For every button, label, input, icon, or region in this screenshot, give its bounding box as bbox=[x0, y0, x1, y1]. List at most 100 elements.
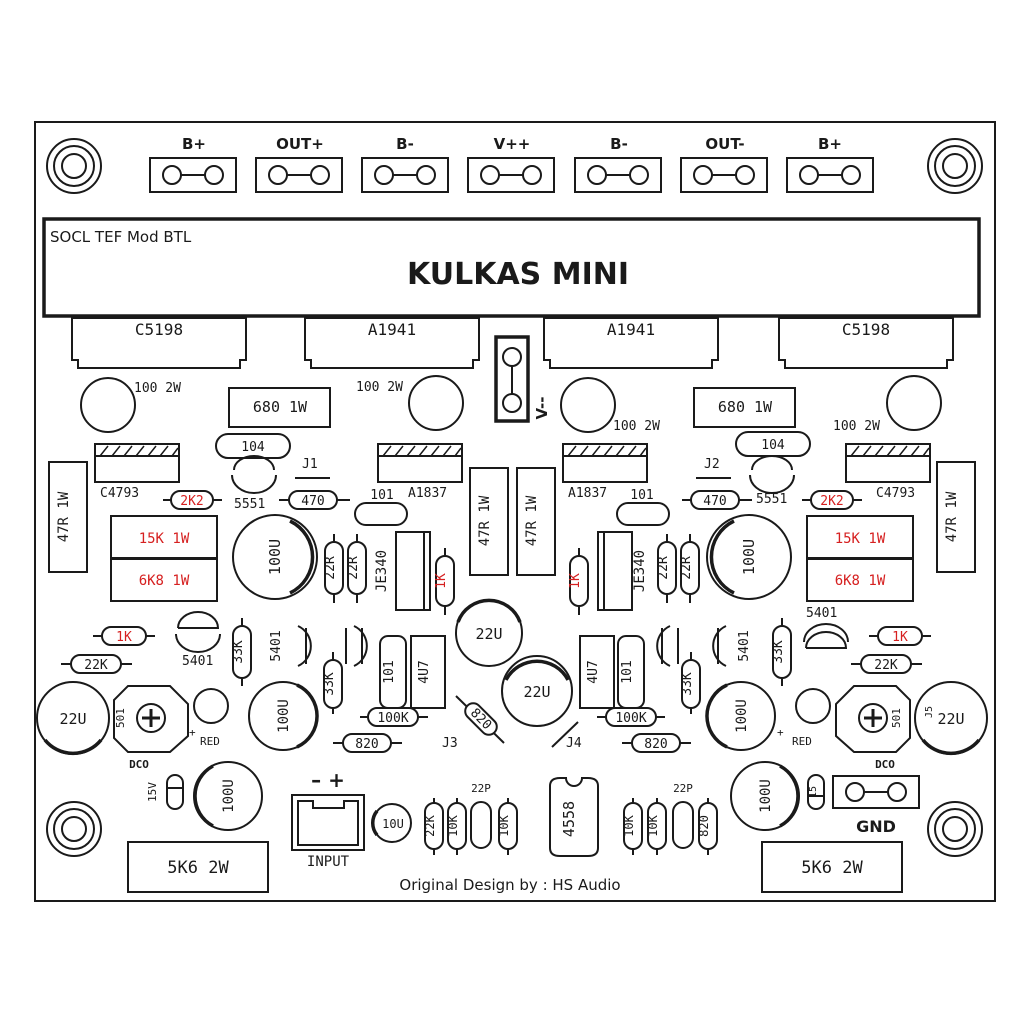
terminal-b-minus-2[interactable]: B- bbox=[574, 135, 662, 193]
transistor-5401-left-a: 5401 bbox=[175, 611, 221, 669]
part-label: A1941 bbox=[368, 320, 416, 339]
resistor-1k-horizontal-right: 1K bbox=[869, 626, 931, 646]
part-label: 10K bbox=[446, 814, 460, 836]
resistor-820-diagonal: 820 bbox=[455, 695, 505, 744]
part-label: 104 bbox=[241, 440, 265, 455]
power-transistor-a1941-right: A1941 bbox=[543, 317, 719, 369]
part-label: 22P bbox=[471, 782, 491, 795]
trimmer-function-label: DCO bbox=[875, 758, 895, 771]
capacitor-100u-right-bottom: 100U bbox=[730, 761, 800, 831]
trimmer-501-left[interactable]: 501 DCO bbox=[113, 685, 189, 771]
part-label: 101 bbox=[620, 660, 635, 683]
resistor-100-2w-left-a: 100 2W bbox=[80, 377, 181, 433]
part-label: 10K bbox=[497, 814, 511, 836]
jumper-j5-label: J5 bbox=[924, 706, 935, 718]
capacitor-22u-center-left: 22U bbox=[455, 598, 523, 667]
resistor-33k-right-b: 33K bbox=[771, 618, 792, 686]
terminal-v-plus-plus[interactable]: V++ bbox=[467, 135, 555, 193]
part-label: 15K 1W bbox=[835, 531, 886, 547]
terminal-out-minus[interactable]: OUT- bbox=[680, 135, 768, 193]
power-transistor-c5198-right: C5198 bbox=[778, 317, 954, 369]
part-label: 22R bbox=[679, 556, 694, 580]
part-label: J2 bbox=[704, 457, 720, 472]
part-label: 101 bbox=[382, 660, 397, 683]
part-label: 22K bbox=[423, 814, 437, 836]
mount-hole-top-right bbox=[927, 138, 983, 194]
part-label: 104 bbox=[761, 438, 785, 453]
resistor-1k-horizontal-left: 1K bbox=[93, 626, 155, 646]
ground-label: GND bbox=[856, 817, 896, 836]
part-label: 22U bbox=[523, 683, 550, 701]
trimmer-501-right[interactable]: 501 DCO bbox=[835, 685, 911, 771]
part-label: 101 bbox=[630, 488, 653, 503]
terminal-label: B+ bbox=[818, 135, 842, 153]
part-label: 100K bbox=[377, 711, 408, 726]
part-label: 15 bbox=[808, 786, 819, 798]
capacitor-4u7-right: 4U7 bbox=[579, 635, 615, 709]
part-label: 33K bbox=[322, 672, 337, 696]
capacitor-101-vertical-left: 101 bbox=[379, 635, 407, 709]
part-label: 5551 bbox=[756, 492, 787, 507]
driver-c4793-right: C4793 bbox=[845, 443, 931, 501]
part-label: JE340 bbox=[632, 550, 648, 592]
part-label: JE340 bbox=[374, 550, 390, 592]
part-label: A1837 bbox=[568, 486, 607, 501]
power-transistor-c5198-left: C5198 bbox=[71, 317, 247, 369]
capacitor-22p-input-right: 22P bbox=[672, 782, 694, 849]
part-label: 100U bbox=[221, 779, 237, 813]
part-label: RED bbox=[792, 735, 812, 748]
capacitor-100u-left-bottom: 100U bbox=[193, 761, 263, 831]
part-label: 5401 bbox=[182, 654, 213, 669]
resistor-22r-right-a: 22R bbox=[656, 534, 677, 603]
part-label: 470 bbox=[301, 494, 324, 509]
resistor-680-1w-left: 680 1W bbox=[228, 387, 331, 428]
part-label: 47R 1W bbox=[944, 491, 960, 542]
part-label: 100U bbox=[266, 539, 284, 575]
trimmer-function-label: DCO bbox=[129, 758, 149, 771]
polarity-mark: + bbox=[189, 726, 196, 739]
part-label: 15K 1W bbox=[139, 531, 190, 547]
jumper-j4-wire bbox=[551, 721, 579, 748]
part-label: 10U bbox=[382, 817, 404, 831]
part-label: 6K8 1W bbox=[139, 573, 190, 589]
resistor-820-right: 820 bbox=[622, 733, 691, 753]
capacitor-22u-left: 22U bbox=[36, 681, 110, 756]
resistor-6k8-1w-right: 6K8 1W bbox=[806, 558, 914, 602]
part-label: 820 bbox=[644, 737, 667, 752]
resistor-15k-1w-right: 15K 1W bbox=[806, 515, 914, 559]
ground-terminal[interactable]: GND bbox=[832, 775, 920, 836]
part-label: C5198 bbox=[842, 320, 890, 339]
jumper-v-minus[interactable]: V-- bbox=[494, 335, 551, 423]
resistor-2k2-left: 2K2 bbox=[163, 490, 222, 510]
terminal-b-plus-2[interactable]: B+ bbox=[786, 135, 874, 193]
terminal-out-plus[interactable]: OUT+ bbox=[255, 135, 343, 193]
part-label: 101 bbox=[370, 488, 393, 503]
resistor-47r-1w-left-outer: 47R 1W bbox=[48, 461, 88, 573]
part-label: 22R bbox=[346, 556, 361, 580]
part-label: 501 bbox=[890, 708, 903, 728]
resistor-33k-left-b: 33K bbox=[322, 652, 343, 714]
terminal-b-minus-1[interactable]: B- bbox=[361, 135, 449, 193]
mount-hole-bottom-right bbox=[927, 801, 983, 857]
mount-hole-bottom-left bbox=[46, 801, 102, 857]
resistor-1k-vertical-right: 1K bbox=[568, 548, 589, 615]
resistor-820-left: 820 bbox=[333, 733, 402, 753]
opamp-4558: 4558 bbox=[549, 777, 599, 857]
capacitor-10u-input: 10U bbox=[370, 803, 412, 843]
board-outline bbox=[34, 121, 996, 902]
part-label: 4558 bbox=[560, 801, 578, 837]
input-connector[interactable]: – + INPUT bbox=[291, 768, 365, 870]
part-label: 22K bbox=[874, 658, 898, 673]
part-label: 22P bbox=[673, 782, 693, 795]
polarity-mark: + bbox=[777, 726, 784, 739]
part-label: 47R 1W bbox=[56, 491, 72, 542]
part-label: 100 2W bbox=[833, 419, 880, 434]
resistor-470-right: 470 bbox=[682, 490, 752, 510]
terminal-b-plus-1[interactable]: B+ bbox=[149, 135, 237, 193]
terminal-label: OUT- bbox=[705, 135, 744, 153]
part-label: 22R bbox=[323, 556, 338, 580]
capacitor-101-left: 101 bbox=[354, 488, 408, 526]
part-label: 100U bbox=[740, 539, 758, 575]
transistor-5401-right-b: 5401 bbox=[712, 625, 752, 667]
resistor-22k-left: 22K bbox=[61, 654, 132, 674]
